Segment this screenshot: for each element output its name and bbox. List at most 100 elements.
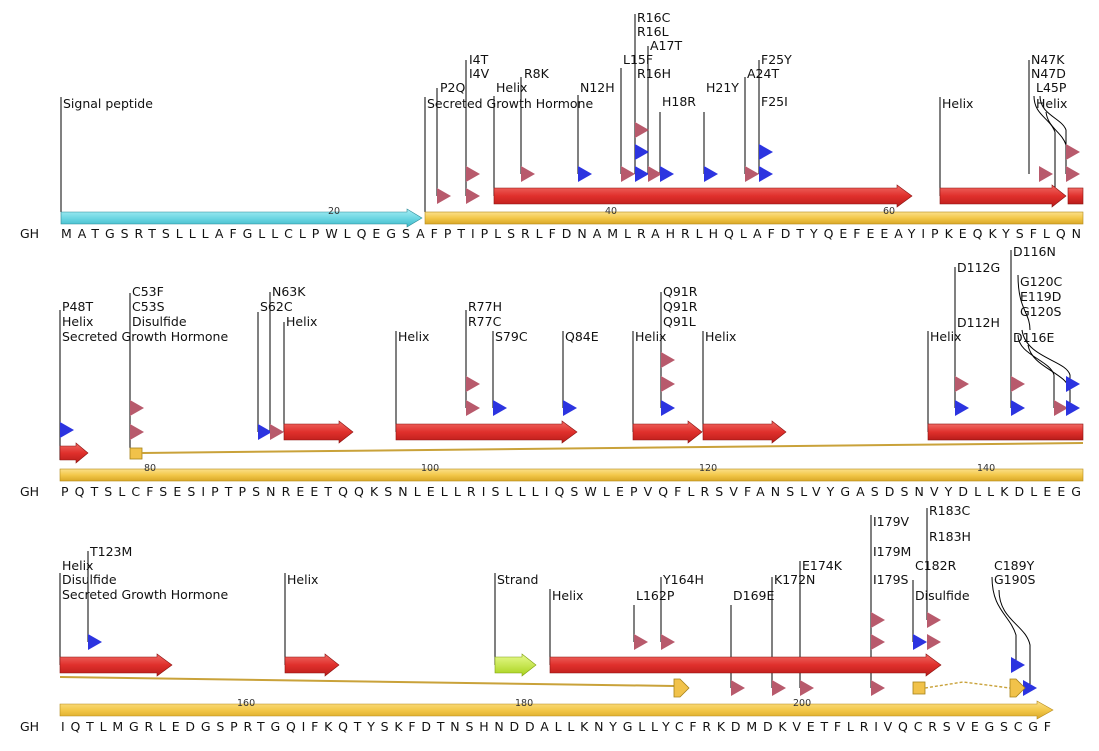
variant-marker-blue[interactable] [578, 166, 592, 182]
variant-marker-blue[interactable] [661, 400, 675, 416]
feature-label: Signal peptide [63, 96, 153, 111]
mature-chain-bar[interactable] [424, 211, 1084, 225]
variant-marker-red[interactable] [1054, 400, 1068, 416]
variant-marker-red[interactable] [745, 166, 759, 182]
feature-label: Disulfide [132, 314, 187, 329]
variant-marker-red[interactable] [437, 188, 451, 204]
helix-feature[interactable] [395, 420, 578, 444]
variant-marker-red[interactable] [648, 166, 662, 182]
variant-marker-red[interactable] [521, 166, 535, 182]
variant-label: I179M [873, 544, 911, 559]
feature-label: Helix [398, 329, 429, 344]
variant-marker-red[interactable] [871, 612, 885, 628]
variant-marker-red[interactable] [661, 634, 675, 650]
row-3-labels: Helix T123M Disulfide Secreted Growth Ho… [62, 503, 1036, 603]
variant-label: H21Y [706, 80, 739, 95]
variant-marker-red[interactable] [466, 376, 480, 392]
disulfide-marker[interactable] [912, 681, 926, 695]
variant-marker-red[interactable] [800, 680, 814, 696]
variant-marker-blue[interactable] [493, 400, 507, 416]
mature-chain-bar[interactable] [59, 468, 1084, 482]
variant-marker-red[interactable] [466, 400, 480, 416]
signal-peptide-bar[interactable] [60, 208, 423, 228]
helix-feature[interactable] [939, 184, 1067, 208]
variant-marker-blue[interactable] [563, 400, 577, 416]
variant-marker-red[interactable] [466, 188, 480, 204]
position-tick: 40 [605, 206, 617, 217]
variant-marker-red[interactable] [731, 680, 745, 696]
helix-feature[interactable] [493, 184, 913, 208]
variant-label: S79C [495, 329, 528, 344]
variant-marker-blue[interactable] [1023, 680, 1037, 696]
variant-marker-red[interactable] [927, 634, 941, 650]
variant-marker-red[interactable] [955, 376, 969, 392]
helix-feature[interactable] [284, 653, 340, 677]
variant-marker-blue[interactable] [258, 424, 272, 440]
variant-marker-red[interactable] [621, 166, 635, 182]
variant-label: D116E [1013, 330, 1054, 345]
variant-marker-blue[interactable] [88, 634, 102, 650]
variant-label: R183H [929, 529, 971, 544]
disulfide-bond [924, 681, 1011, 689]
variant-label: C189Y [994, 558, 1035, 573]
variant-marker-red[interactable] [927, 612, 941, 628]
variant-marker-red[interactable] [634, 634, 648, 650]
helix-feature[interactable] [632, 420, 703, 444]
feature-label: Disulfide [62, 572, 117, 587]
disulfide-marker[interactable] [129, 447, 143, 460]
variant-marker-blue[interactable] [1011, 657, 1025, 673]
variant-marker-red[interactable] [1066, 166, 1080, 182]
variant-label: R16H [637, 66, 671, 81]
variant-marker-red[interactable] [466, 166, 480, 182]
row-3: Helix T123M Disulfide Secreted Growth Ho… [20, 503, 1054, 734]
variant-label: E119D [1020, 289, 1061, 304]
variant-label: N47D [1031, 66, 1066, 81]
feature-label: Strand [497, 572, 539, 587]
variant-label: F25I [761, 94, 788, 109]
variant-marker-blue[interactable] [704, 166, 718, 182]
variant-marker-red[interactable] [130, 424, 144, 440]
row-1: Signal peptide P2Q I4T I4V Secreted Grow… [20, 10, 1084, 241]
variant-label: L162P [636, 588, 675, 603]
variant-marker-blue[interactable] [660, 166, 674, 182]
variant-marker-blue[interactable] [955, 400, 969, 416]
strand-feature[interactable] [494, 653, 537, 677]
variant-marker-red[interactable] [772, 680, 786, 696]
variant-marker-red[interactable] [661, 352, 675, 368]
variant-marker-red[interactable] [635, 122, 649, 138]
variant-marker-red[interactable] [130, 400, 144, 416]
variant-marker-blue[interactable] [759, 166, 773, 182]
helix-feature[interactable] [59, 653, 173, 677]
variant-marker-red[interactable] [1066, 144, 1080, 160]
variant-marker-blue[interactable] [759, 144, 773, 160]
variant-marker-red[interactable] [661, 376, 675, 392]
variant-label: N12H [580, 80, 615, 95]
variant-label: S62C [260, 299, 293, 314]
variant-label: A24T [747, 66, 779, 81]
variant-marker-blue[interactable] [60, 422, 74, 438]
helix-feature[interactable] [927, 423, 1084, 441]
variant-label: N63K [272, 284, 306, 299]
helix-feature[interactable] [59, 442, 89, 464]
helix-feature[interactable] [549, 653, 942, 677]
variant-marker-blue[interactable] [1011, 400, 1025, 416]
helix-feature[interactable] [702, 420, 787, 444]
helix-feature[interactable] [283, 420, 354, 444]
disulfide-marker[interactable] [673, 678, 690, 698]
variant-marker-red[interactable] [871, 680, 885, 696]
variant-label: R77C [468, 314, 502, 329]
helix-feature[interactable] [1067, 187, 1084, 205]
variant-marker-red[interactable] [1011, 376, 1025, 392]
variant-marker-blue[interactable] [1066, 376, 1080, 392]
variant-marker-red[interactable] [1039, 166, 1053, 182]
variant-marker-blue[interactable] [1066, 400, 1080, 416]
variant-label: A17T [650, 38, 682, 53]
disulfide-marker[interactable] [1009, 678, 1026, 698]
variant-marker-blue[interactable] [635, 144, 649, 160]
variant-marker-blue[interactable] [635, 166, 649, 182]
variant-label: Y164H [662, 572, 704, 587]
variant-marker-red[interactable] [270, 424, 284, 440]
mature-chain-bar[interactable] [59, 700, 1054, 720]
variant-marker-red[interactable] [871, 634, 885, 650]
variant-marker-blue[interactable] [913, 634, 927, 650]
